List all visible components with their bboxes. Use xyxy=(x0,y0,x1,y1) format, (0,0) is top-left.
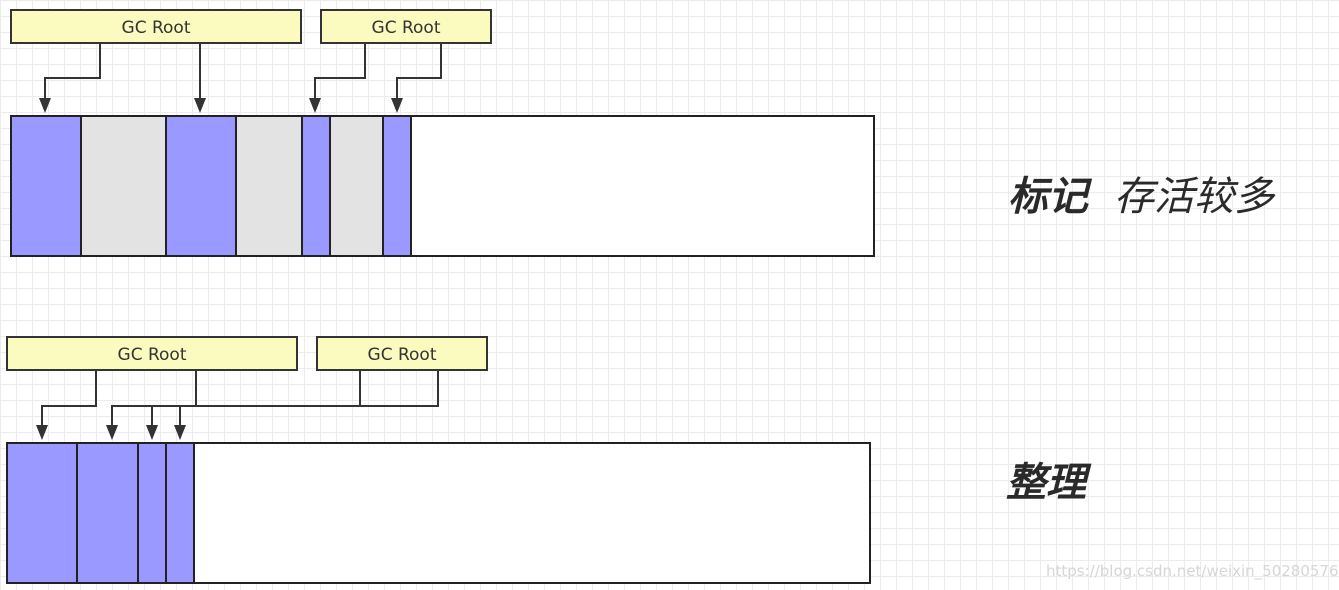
mark-live-object-1 xyxy=(10,115,82,257)
compact-phase-section: GC Root GC Root xyxy=(6,336,871,584)
compact-phase-label: 整理 xyxy=(1006,460,1086,506)
mark-gc-root-2: GC Root xyxy=(320,9,492,44)
mark-reference-arrow-4 xyxy=(396,43,442,100)
mark-phase-section: GC Root GC Root xyxy=(10,9,875,257)
mark-phase-label: 标记存活较多 xyxy=(1008,164,1274,222)
mark-live-object-3 xyxy=(301,115,331,257)
mark-label-bold: 标记 xyxy=(1008,174,1088,220)
mark-arrowhead-2 xyxy=(194,98,206,113)
mark-arrowhead-1 xyxy=(39,98,51,113)
compact-gc-root-1-label: GC Root xyxy=(118,345,187,365)
compact-reference-arrow-4 xyxy=(179,370,439,427)
mark-gc-root-2-label: GC Root xyxy=(372,18,441,38)
compact-live-object-4 xyxy=(165,442,195,584)
mark-reference-arrow-3 xyxy=(314,43,366,100)
compact-live-object-2 xyxy=(76,442,139,584)
mark-label-normal: 存活较多 xyxy=(1114,174,1274,220)
compact-live-object-1 xyxy=(6,442,78,584)
mark-live-object-2 xyxy=(165,115,237,257)
compact-reference-arrow-1 xyxy=(41,370,97,427)
compact-live-object-3 xyxy=(137,442,167,584)
compact-reference-arrow-2 xyxy=(111,370,197,427)
compact-gc-root-2: GC Root xyxy=(316,336,488,371)
mark-arrowhead-4 xyxy=(391,98,403,113)
mark-gc-root-1-label: GC Root xyxy=(122,18,191,38)
compact-gc-root-2-label: GC Root xyxy=(368,345,437,365)
compact-reference-arrow-3 xyxy=(151,370,361,427)
mark-reference-arrow-1 xyxy=(44,43,101,100)
mark-live-object-4 xyxy=(382,115,412,257)
mark-arrowhead-3 xyxy=(309,98,321,113)
compact-arrowhead-4 xyxy=(174,425,186,440)
mark-garbage-object-2 xyxy=(235,115,303,257)
watermark: https://blog.csdn.net/weixin_50280576 xyxy=(1046,562,1339,580)
compact-arrowhead-1 xyxy=(36,425,48,440)
mark-garbage-object-1 xyxy=(80,115,167,257)
compact-arrowhead-2 xyxy=(106,425,118,440)
compact-arrowhead-3 xyxy=(146,425,158,440)
mark-garbage-object-3 xyxy=(329,115,384,257)
compact-gc-root-1: GC Root xyxy=(6,336,298,371)
mark-gc-root-1: GC Root xyxy=(10,9,302,44)
